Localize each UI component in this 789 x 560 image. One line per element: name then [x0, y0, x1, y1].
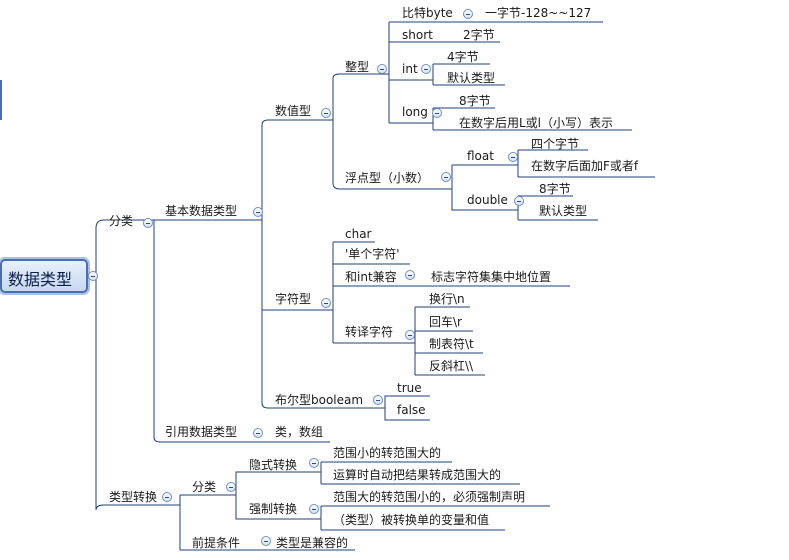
node-danzifu[interactable]: '单个字符': [345, 247, 400, 261]
collapse-icon[interactable]: [405, 330, 415, 340]
node-yinshi[interactable]: 隐式转换: [249, 458, 298, 472]
collapse-icon[interactable]: [162, 492, 172, 502]
node-buer[interactable]: 布尔型booleam: [275, 393, 364, 407]
collapse-icon[interactable]: [514, 196, 524, 206]
collapse-icon[interactable]: [253, 207, 263, 217]
root-node[interactable]: 数据类型: [0, 259, 88, 293]
node-float[interactable]: float: [467, 149, 494, 163]
collapse-icon[interactable]: [226, 482, 236, 492]
node-short[interactable]: short: [402, 28, 433, 42]
collapse-icon[interactable]: [405, 270, 415, 280]
node-short-note[interactable]: 2字节: [463, 28, 495, 42]
node-float-note1[interactable]: 四个字节: [531, 137, 580, 151]
node-tiaojian[interactable]: 前提条件: [192, 536, 241, 550]
collapse-icon[interactable]: [321, 298, 331, 308]
node-yinyong[interactable]: 引用数据类型: [165, 425, 238, 439]
node-int-compat-note[interactable]: 标志字符集集中地位置: [431, 270, 552, 284]
node-byte[interactable]: 比特byte: [402, 6, 453, 20]
collapse-icon[interactable]: [441, 172, 451, 182]
node-int-note2[interactable]: 默认类型: [447, 71, 496, 85]
node-yinshi-note2[interactable]: 运算时自动把结果转成范围大的: [333, 468, 502, 482]
node-tiaojian-note[interactable]: 类型是兼容的: [276, 536, 349, 550]
collapse-icon[interactable]: [373, 395, 383, 405]
node-shuzhi[interactable]: 数值型: [275, 104, 312, 118]
node-jiben[interactable]: 基本数据类型: [165, 204, 238, 218]
node-double-note2[interactable]: 默认类型: [539, 204, 588, 218]
sidebar-edge: [0, 80, 2, 120]
node-false[interactable]: false: [397, 403, 426, 417]
node-double[interactable]: double: [467, 193, 508, 207]
collapse-icon[interactable]: [309, 458, 319, 468]
node-double-note1[interactable]: 8字节: [539, 182, 571, 196]
node-esc-t[interactable]: 制表符\t: [429, 337, 474, 351]
collapse-icon[interactable]: [432, 108, 442, 118]
collapse-icon[interactable]: [321, 108, 331, 118]
node-zh-fenlei[interactable]: 分类: [192, 480, 217, 494]
node-int-compat[interactable]: 和int兼容: [345, 270, 397, 284]
collapse-icon[interactable]: [463, 9, 473, 19]
collapse-icon[interactable]: [261, 536, 271, 546]
node-yinshi-note1[interactable]: 范围小的转范围大的: [333, 446, 442, 460]
collapse-icon[interactable]: [309, 504, 319, 514]
node-long-note1[interactable]: 8字节: [459, 94, 491, 108]
node-long[interactable]: long: [402, 105, 428, 119]
node-byte-note[interactable]: 一字节-128~~127: [485, 6, 592, 20]
collapse-icon[interactable]: [508, 152, 518, 162]
node-esc-r[interactable]: 回车\r: [429, 315, 462, 329]
node-int-note1[interactable]: 4字节: [447, 50, 479, 64]
collapse-icon[interactable]: [143, 218, 153, 228]
node-zifu[interactable]: 字符型: [275, 292, 312, 306]
node-zhengxing[interactable]: 整型: [345, 60, 370, 74]
collapse-icon[interactable]: [253, 428, 263, 438]
node-char[interactable]: char: [345, 227, 372, 241]
node-int[interactable]: int: [402, 62, 418, 76]
collapse-icon[interactable]: [421, 64, 431, 74]
node-qiangzhi-note1[interactable]: 范围大的转范围小的，必须强制声明: [333, 490, 526, 504]
node-esc-bs[interactable]: 反斜杠\\: [429, 359, 474, 373]
node-qiangzhi-note2[interactable]: （类型）被转换单的变量和值: [333, 513, 490, 527]
collapse-icon[interactable]: [377, 64, 387, 74]
node-fenlei[interactable]: 分类: [109, 214, 134, 228]
node-true[interactable]: true: [397, 381, 422, 395]
collapse-icon[interactable]: [88, 271, 98, 281]
node-yinyong-note[interactable]: 类，数组: [275, 425, 324, 439]
node-float-note2[interactable]: 在数字后面加F或者f: [531, 159, 639, 173]
root-label: 数据类型: [8, 270, 73, 289]
node-esc-n[interactable]: 换行\n: [429, 292, 465, 306]
node-long-note2[interactable]: 在数字后用L或l（小写）表示: [459, 116, 614, 130]
node-leixing[interactable]: 类型转换: [109, 490, 158, 504]
node-qiangzhi[interactable]: 强制转换: [249, 502, 298, 516]
node-zhuanyi[interactable]: 转译字符: [345, 325, 394, 339]
node-fudian[interactable]: 浮点型（小数）: [345, 171, 430, 185]
